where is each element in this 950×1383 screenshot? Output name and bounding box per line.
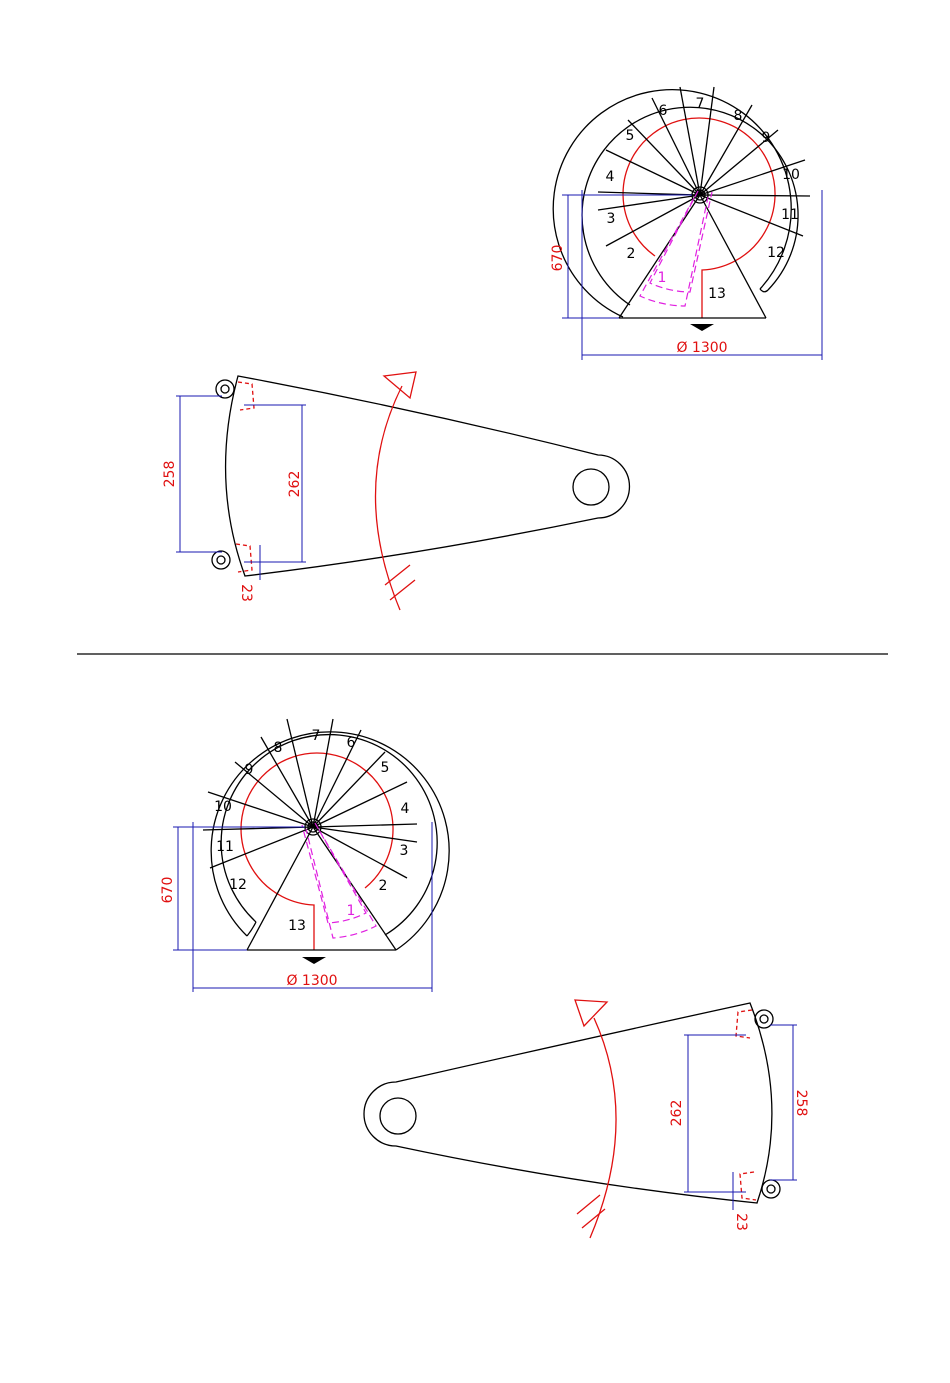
bottom-lug-lower-hole xyxy=(767,1185,775,1193)
bottom-tread-dim-262: 262 xyxy=(669,1100,685,1127)
bottom-step-10: 10 xyxy=(214,799,232,815)
top-step-12: 12 xyxy=(767,245,785,261)
top-exit-arrow xyxy=(690,324,714,331)
bottom-tread-outline xyxy=(364,1003,772,1203)
bottom-lug-lower xyxy=(762,1180,780,1198)
top-walk-arrow-head xyxy=(384,372,416,398)
top-step-10: 10 xyxy=(782,167,800,183)
bottom-walk-arrow xyxy=(590,1018,616,1238)
bottom-first-step-label: 1 xyxy=(347,903,356,919)
top-step-2: 2 xyxy=(627,246,636,262)
bottom-lug-upper-hole xyxy=(760,1015,768,1023)
top-step-3: 3 xyxy=(607,211,616,227)
top-step-lines xyxy=(598,87,810,318)
bottom-step-8: 8 xyxy=(274,740,283,756)
bottom-bolt-upper xyxy=(736,1010,752,1038)
bottom-first-step xyxy=(302,823,376,938)
bottom-step-11: 11 xyxy=(216,839,234,855)
top-lug-lower-hole xyxy=(217,556,225,564)
bottom-step-4: 4 xyxy=(401,801,410,817)
top-step-7: 7 xyxy=(696,96,705,112)
bottom-height-dimension: 670 xyxy=(160,877,176,904)
top-step-6: 6 xyxy=(659,103,668,119)
bottom-step-9: 9 xyxy=(245,762,254,778)
top-handrail-end xyxy=(760,289,768,292)
bottom-step-7: 7 xyxy=(312,728,321,744)
bottom-bolt-lower xyxy=(740,1172,756,1200)
bottom-tread-dim-23: 23 xyxy=(733,1213,749,1231)
top-walk-tick-2 xyxy=(390,580,415,600)
top-walkline-circle xyxy=(623,118,775,318)
top-height-dimension: 670 xyxy=(550,245,566,272)
bottom-stair-plan: 2 3 4 5 6 7 8 9 10 11 12 13 1 670 Ø 1300 xyxy=(160,719,449,992)
bottom-step-3: 3 xyxy=(400,843,409,859)
top-tread-dim-258: 258 xyxy=(162,461,178,488)
top-lug-upper-hole xyxy=(221,385,229,393)
bottom-tread-dim-258: 258 xyxy=(793,1090,809,1117)
bottom-step-2: 2 xyxy=(379,878,388,894)
bottom-inner-ring xyxy=(221,735,437,935)
top-walk-tick-1 xyxy=(385,565,410,585)
top-lug-lower xyxy=(212,551,230,569)
bottom-exit-arrow xyxy=(302,957,326,964)
bottom-walkline-circle xyxy=(241,753,393,950)
bottom-walk-tick-1 xyxy=(577,1195,600,1214)
bottom-tread-detail: 258 262 23 xyxy=(364,1000,809,1238)
top-step-13: 13 xyxy=(708,286,726,302)
top-step-8: 8 xyxy=(734,108,743,124)
top-outer-ring xyxy=(553,90,791,317)
top-walk-arrow xyxy=(375,386,402,610)
top-stair-plan: 2 3 4 5 6 7 8 9 10 11 12 13 1 670 Ø 1300 xyxy=(550,87,822,360)
top-lug-upper xyxy=(216,380,234,398)
bottom-step-6: 6 xyxy=(347,735,356,751)
top-step-11: 11 xyxy=(781,207,799,223)
bottom-step-5: 5 xyxy=(381,760,390,776)
bottom-walk-arrow-head xyxy=(575,1000,607,1026)
top-tread-dim-23: 23 xyxy=(238,584,254,602)
top-step-4: 4 xyxy=(606,169,615,185)
top-tread-detail: 258 262 23 xyxy=(162,372,629,610)
top-diameter-dimension: Ø 1300 xyxy=(676,340,727,356)
top-tread-dim-262: 262 xyxy=(287,471,303,498)
top-step-9: 9 xyxy=(762,130,771,146)
top-step-5: 5 xyxy=(626,128,635,144)
bottom-diameter-dimension: Ø 1300 xyxy=(286,973,337,989)
bottom-pivot-hole xyxy=(380,1098,416,1134)
top-pivot-hole xyxy=(573,469,609,505)
top-bolt-upper xyxy=(238,382,254,410)
top-first-step-label: 1 xyxy=(658,270,667,286)
bottom-step-12: 12 xyxy=(229,877,247,893)
bottom-handrail-end xyxy=(247,922,256,936)
bottom-walk-tick-2 xyxy=(582,1209,605,1228)
bottom-step-13: 13 xyxy=(288,918,306,934)
